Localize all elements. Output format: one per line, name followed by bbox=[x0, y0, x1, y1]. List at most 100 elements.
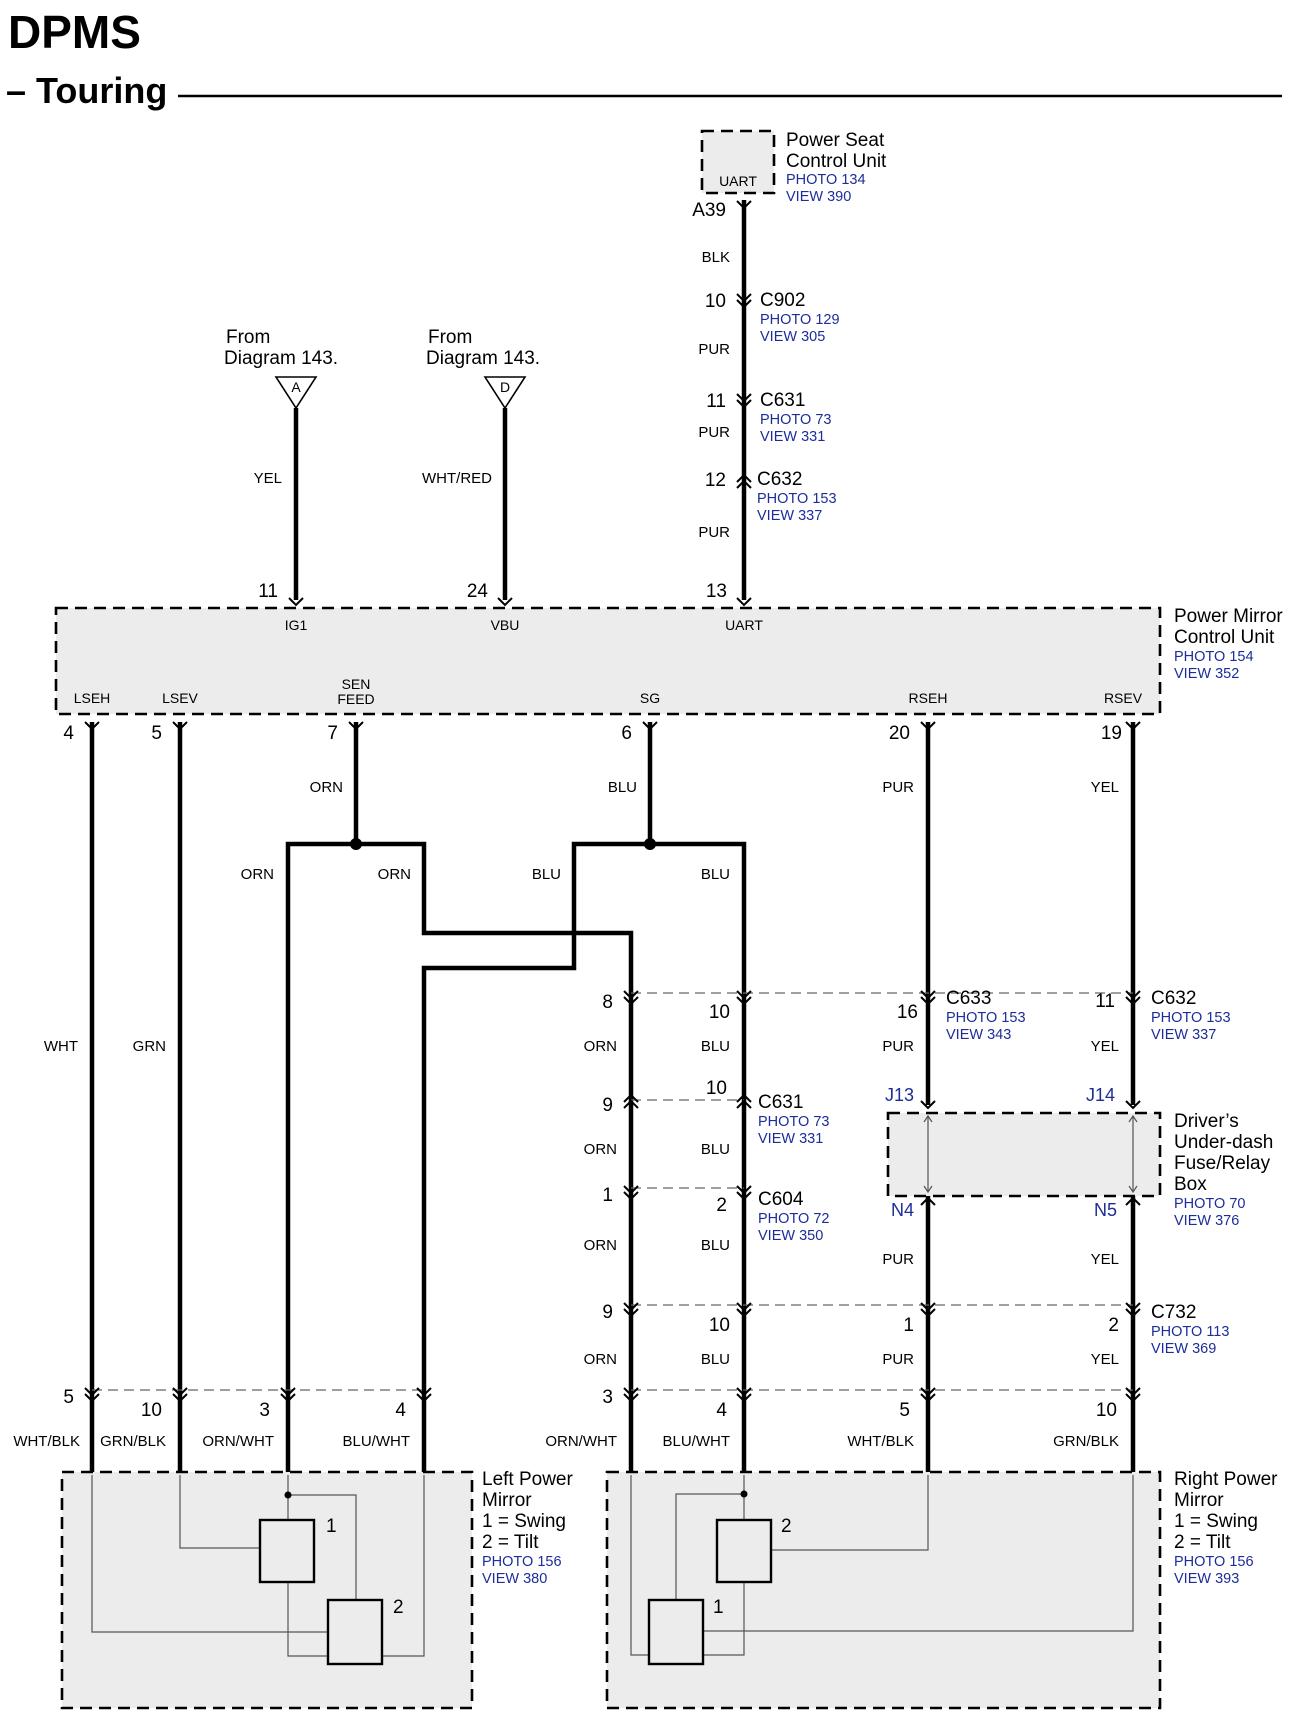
from-d-letter: D bbox=[500, 379, 510, 395]
right-mirror-pin-10: 10 bbox=[1096, 1400, 1117, 1421]
fuse-n4: N4 bbox=[891, 1200, 914, 1220]
c604-photo: PHOTO 72 bbox=[758, 1211, 829, 1227]
rsev-wire-color: YEL bbox=[1091, 779, 1119, 796]
left-mirror-pin-4: 4 bbox=[395, 1400, 406, 1421]
from-d-line2: Diagram 143. bbox=[426, 348, 540, 369]
seg4-yel: YEL bbox=[1091, 1351, 1119, 1368]
pmcu-pin-7: 7 bbox=[327, 723, 338, 744]
blu-branch-left: BLU bbox=[532, 866, 561, 883]
ig1-terminal-mark bbox=[288, 597, 304, 607]
pmcu-signal-vbu: VBU bbox=[491, 617, 520, 633]
from-a-triangle bbox=[274, 376, 318, 410]
pmcu-signal-uart: UART bbox=[725, 617, 763, 633]
uart-terminal-mark bbox=[736, 597, 752, 607]
c902-view: VIEW 305 bbox=[760, 329, 825, 345]
fuse-name-3: Fuse/Relay bbox=[1174, 1153, 1271, 1174]
seg2-blu: BLU bbox=[701, 1141, 730, 1158]
sen-feed-wire-color: ORN bbox=[310, 779, 343, 796]
pmcu-signal-ig1: IG1 bbox=[285, 617, 308, 633]
orn-branch-left: ORN bbox=[241, 866, 274, 883]
left-mirror-view: VIEW 380 bbox=[482, 1571, 547, 1587]
c631-pin-10: 10 bbox=[706, 1078, 727, 1099]
seg3-orn: ORN bbox=[584, 1237, 617, 1254]
vbu-terminal-mark bbox=[497, 597, 513, 607]
right-wire-grn-blk: GRN/BLK bbox=[1053, 1433, 1119, 1450]
c604-pin-2: 2 bbox=[716, 1195, 727, 1216]
vbu-wire-color: WHT/RED bbox=[422, 470, 492, 487]
c633-pin-16: 16 bbox=[897, 1002, 918, 1023]
pmcu-bottom-terminal-marks bbox=[84, 721, 1141, 731]
blu-splice-wire bbox=[421, 841, 747, 1472]
c632-top-name: C632 bbox=[757, 469, 802, 490]
pmcu-signal-lseh: LSEH bbox=[74, 690, 111, 706]
blu-splice-dot bbox=[644, 838, 656, 850]
c633-pin-10: 10 bbox=[709, 1002, 730, 1023]
pmcu-pin-19: 19 bbox=[1101, 723, 1122, 744]
seat-wire-pur-1: PUR bbox=[698, 341, 730, 358]
seg1-orn: ORN bbox=[584, 1038, 617, 1055]
c604-marks bbox=[623, 1185, 752, 1201]
right-mirror-junction-1 bbox=[740, 1490, 748, 1498]
right-mirror-name-4: 2 = Tilt bbox=[1174, 1532, 1231, 1553]
c632-right-name: C632 bbox=[1151, 988, 1196, 1009]
orn-splice-wire bbox=[285, 841, 634, 1472]
fuse-relay-box bbox=[886, 1111, 1162, 1198]
c631-top-connector-mark bbox=[736, 393, 752, 409]
sg-wire-color: BLU bbox=[608, 779, 637, 796]
c902-connector-mark bbox=[736, 293, 752, 309]
orn-branch-right: ORN bbox=[378, 866, 411, 883]
c631-top-view: VIEW 331 bbox=[760, 429, 825, 445]
right-mirror-name-1: Right Power bbox=[1174, 1469, 1278, 1490]
c604-view: VIEW 350 bbox=[758, 1228, 823, 1244]
c902-pin: 10 bbox=[705, 291, 726, 312]
fuse-photo: PHOTO 70 bbox=[1174, 1196, 1245, 1212]
pmcu-signal-sen: SEN bbox=[342, 676, 371, 692]
seat-unit-view: VIEW 390 bbox=[786, 189, 851, 205]
right-mirror-photo: PHOTO 156 bbox=[1174, 1554, 1254, 1570]
right-swing-motor bbox=[647, 1598, 705, 1666]
pmcu-signal-rsev: RSEV bbox=[1104, 690, 1143, 706]
right-mirror-name-3: 1 = Swing bbox=[1174, 1511, 1258, 1532]
right-motor-label-1: 1 bbox=[713, 1597, 724, 1618]
left-motor-label-2: 2 bbox=[393, 1597, 404, 1618]
right-wire-orn-wht: ORN/WHT bbox=[545, 1433, 617, 1450]
seat-unit-name-2: Control Unit bbox=[786, 151, 887, 172]
fuse-j13: J13 bbox=[885, 1085, 914, 1105]
seat-wire-pur-3: PUR bbox=[698, 524, 730, 541]
pmcu-pin-6: 6 bbox=[621, 723, 632, 744]
left-wire-orn-wht: ORN/WHT bbox=[202, 1433, 274, 1450]
seg1-yel: YEL bbox=[1091, 1038, 1119, 1055]
seat-unit-photo: PHOTO 134 bbox=[786, 172, 866, 188]
right-mirror-name-2: Mirror bbox=[1174, 1490, 1224, 1511]
ig1-wire-color: YEL bbox=[254, 470, 282, 487]
right-mirror-pin-4: 4 bbox=[716, 1400, 727, 1421]
fuse-name-4: Box bbox=[1174, 1174, 1207, 1195]
c631-photo: PHOTO 73 bbox=[758, 1114, 829, 1130]
pmcu-pin-5: 5 bbox=[151, 723, 162, 744]
pmcu-signal-lsev: LSEV bbox=[162, 690, 198, 706]
c631-marks bbox=[623, 1093, 752, 1109]
c632-top-photo: PHOTO 153 bbox=[757, 491, 837, 507]
c631-name: C631 bbox=[758, 1092, 803, 1113]
seat-wire-pur-2: PUR bbox=[698, 424, 730, 441]
left-wire-grn-blk: GRN/BLK bbox=[100, 1433, 166, 1450]
lseh-wire-color: WHT bbox=[44, 1038, 78, 1055]
right-mirror-pin-3: 3 bbox=[602, 1387, 613, 1408]
left-motor-label-1: 1 bbox=[326, 1516, 337, 1537]
left-mirror-junction-1 bbox=[284, 1491, 292, 1499]
c732-view: VIEW 369 bbox=[1151, 1341, 1216, 1357]
seg3-blu: BLU bbox=[701, 1237, 730, 1254]
left-mirror-pin-5: 5 bbox=[63, 1387, 74, 1408]
pmcu-pin-20: 20 bbox=[889, 723, 910, 744]
lsev-wire-color: GRN bbox=[133, 1038, 166, 1055]
left-mirror-internal-wiring bbox=[91, 1475, 425, 1664]
c732-pin-10: 10 bbox=[709, 1315, 730, 1336]
left-swing-motor bbox=[258, 1518, 316, 1584]
seg4-orn: ORN bbox=[584, 1351, 617, 1368]
seat-unit-name-1: Power Seat bbox=[786, 130, 885, 151]
seg3-yel: YEL bbox=[1091, 1251, 1119, 1268]
c732-name: C732 bbox=[1151, 1302, 1196, 1323]
c732-pin-9: 9 bbox=[602, 1302, 613, 1323]
